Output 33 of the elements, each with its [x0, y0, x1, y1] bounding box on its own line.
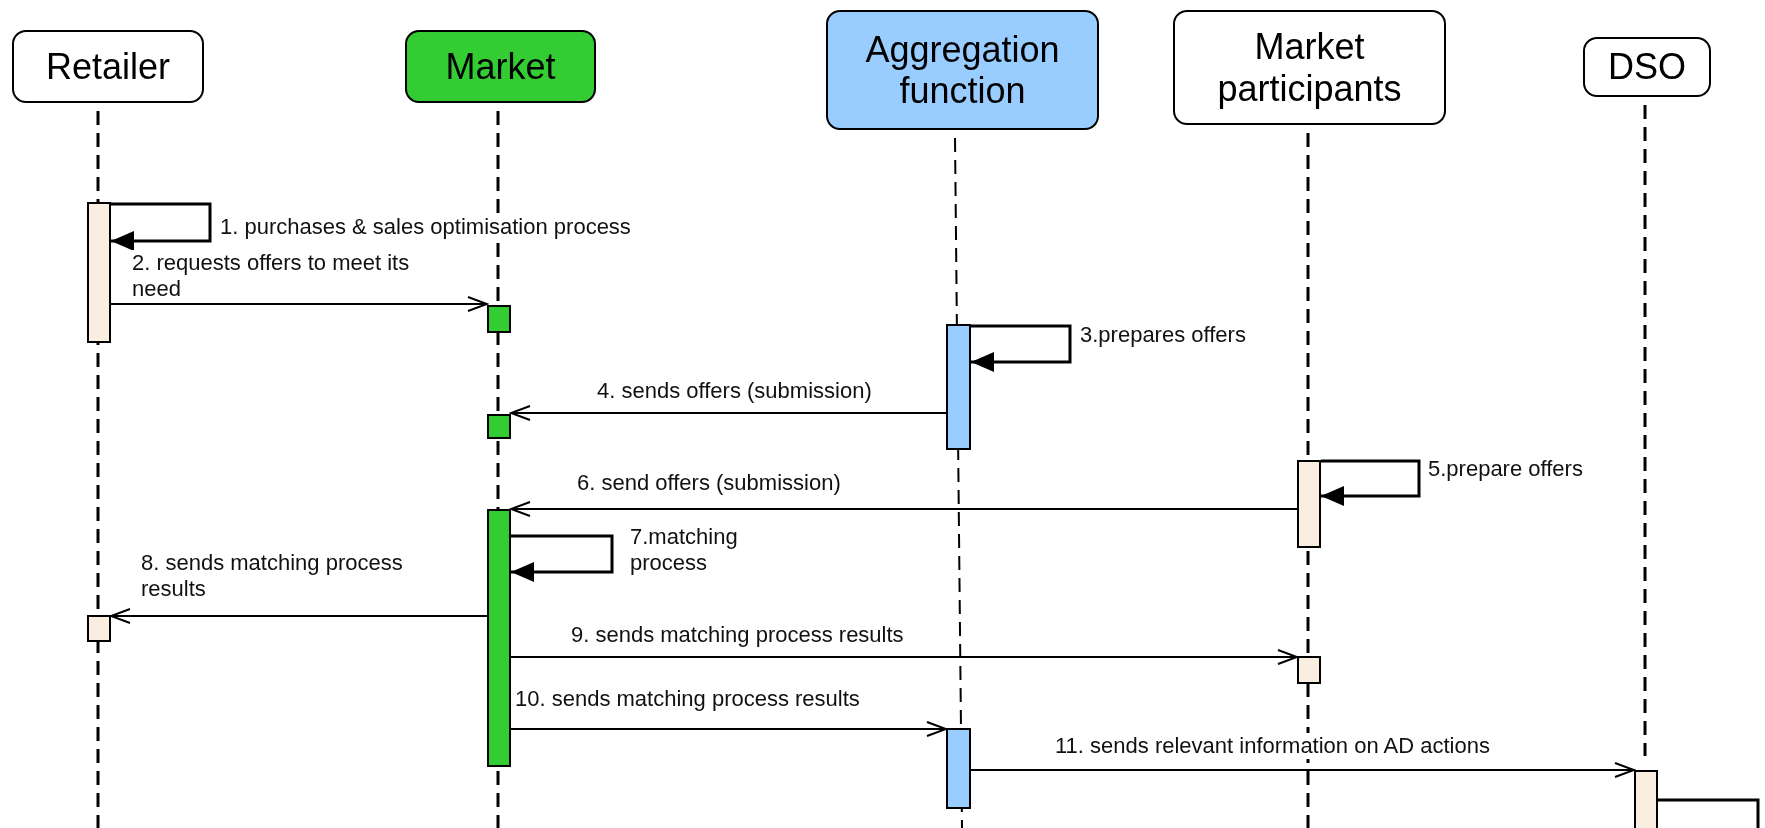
self-message-arrow — [511, 534, 614, 582]
activation-bar — [1297, 460, 1321, 548]
message-arrow — [510, 501, 1298, 517]
message-arrow — [110, 608, 488, 624]
self-message-arrow — [971, 324, 1072, 372]
message-label: 11. sends relevant information on AD actions — [1055, 733, 1490, 759]
activation-bar — [487, 305, 511, 333]
participant-name: Market participants — [1216, 26, 1403, 109]
self-message-arrow — [1658, 798, 1760, 828]
activation-bar — [946, 728, 971, 809]
participant-box — [1583, 37, 1711, 97]
activation-bar — [946, 324, 971, 450]
participant-name: Retailer — [45, 45, 171, 88]
participant-box — [826, 10, 1099, 130]
participant-box — [1173, 10, 1446, 125]
activation-bar — [487, 414, 511, 439]
activation-bar — [1297, 656, 1321, 684]
message-arrow — [970, 762, 1635, 778]
self-message-arrow — [111, 202, 212, 251]
activation-bar — [1634, 770, 1658, 828]
activation-bar — [87, 615, 111, 642]
message-arrow — [110, 296, 488, 312]
message-arrow — [510, 649, 1298, 665]
participant-box — [405, 30, 596, 103]
participant-name: DSO — [1608, 46, 1686, 88]
activation-bar — [487, 509, 511, 767]
activation-bar — [87, 202, 111, 343]
message-arrow — [510, 405, 947, 421]
self-message-arrow — [1321, 459, 1421, 506]
participant-name: Aggregation function — [864, 28, 1061, 112]
participant-name: Market — [445, 45, 556, 88]
participant-box — [12, 30, 204, 103]
message-arrow — [510, 721, 947, 737]
